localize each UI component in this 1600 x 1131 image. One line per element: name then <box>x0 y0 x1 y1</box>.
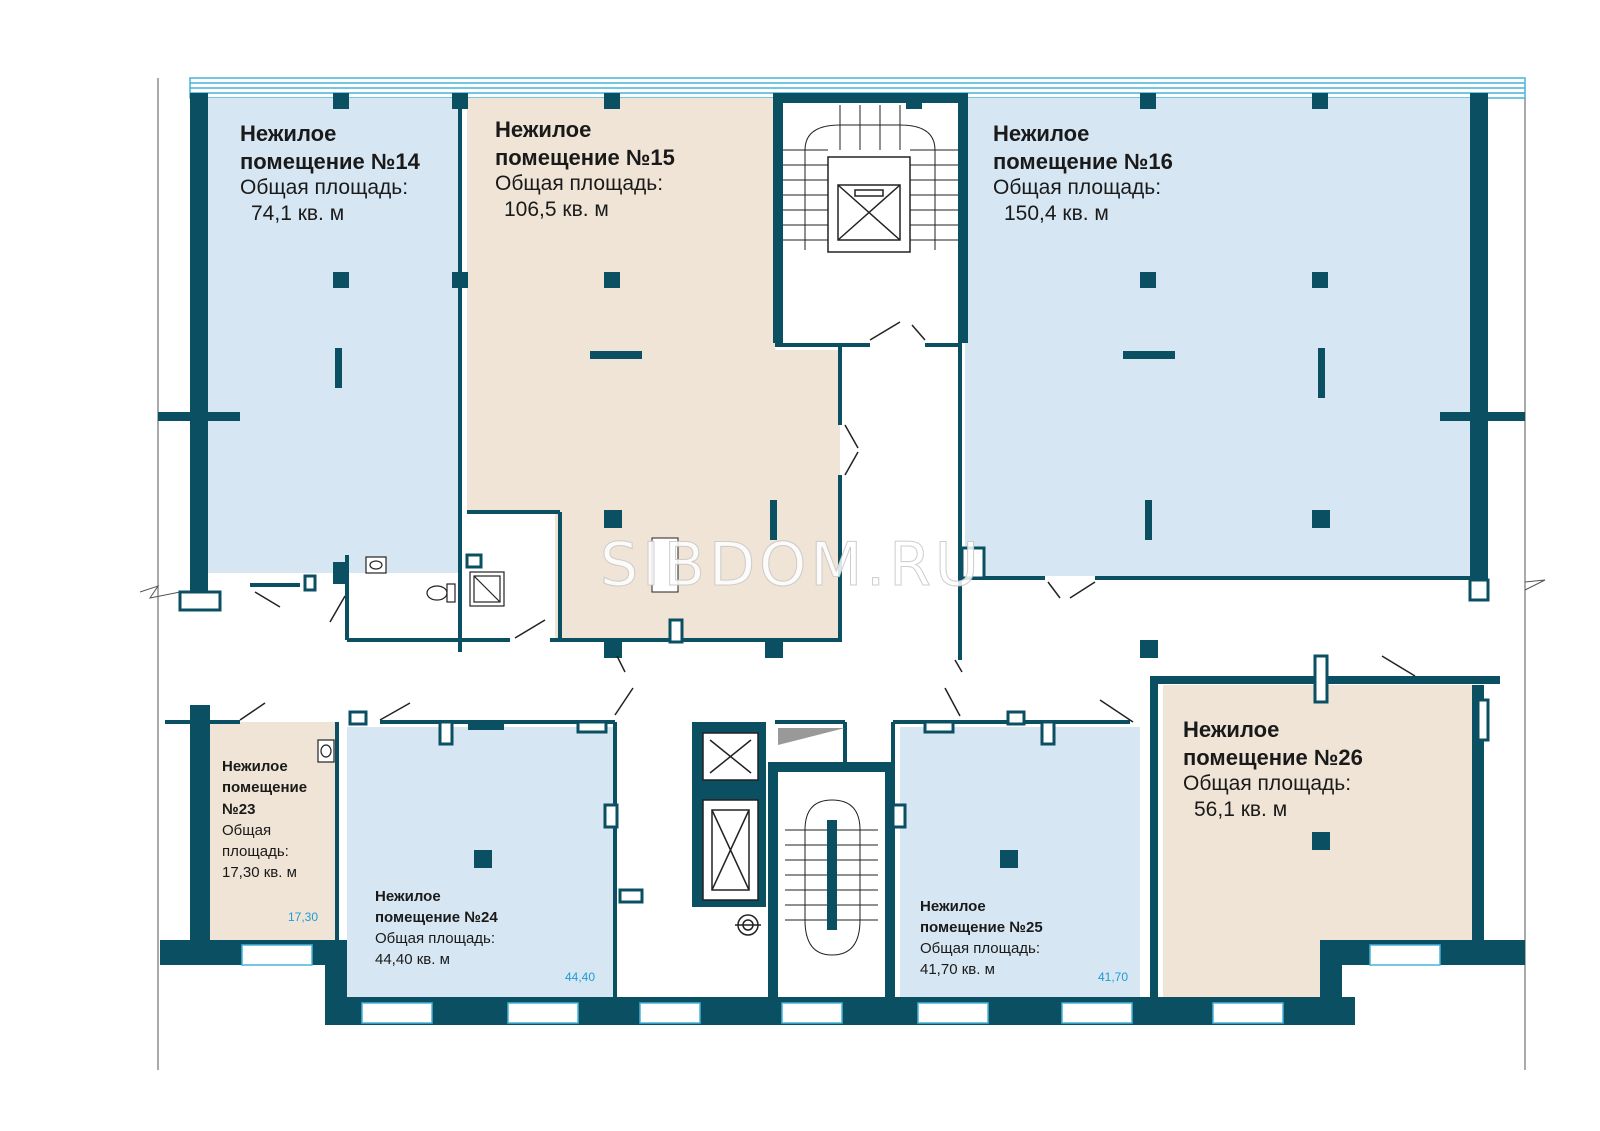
room-title: Нежилое <box>375 888 441 905</box>
ventilation-icon <box>735 914 761 936</box>
room-25-fill[interactable] <box>900 727 1140 997</box>
area-label: Общая <box>222 821 272 839</box>
room-15-fill[interactable] <box>467 98 840 640</box>
room-24-dim: 44,40 <box>565 970 596 984</box>
room-title: помещение №24 <box>375 909 498 926</box>
area-label: Общая площадь: <box>993 176 1162 199</box>
doors <box>239 321 1416 723</box>
area-label: Общая площадь: <box>1183 772 1352 795</box>
elevator-icon <box>702 732 759 901</box>
room-title: помещение <box>222 779 308 797</box>
room-26-label: Нежилое помещение №26 Общая площадь: 56,… <box>1183 716 1363 824</box>
room-title: помещение №16 <box>993 148 1173 174</box>
small-column <box>465 553 483 569</box>
room-15-label: Нежилое помещение №15 Общая площадь: 106… <box>495 116 675 224</box>
room-title: Нежилое <box>1183 717 1280 742</box>
columns <box>333 93 1330 868</box>
room-14-label: Нежилое помещение №14 Общая площадь: 74,… <box>240 120 420 228</box>
area-label: Общая площадь: <box>920 940 1041 957</box>
room-fills <box>205 98 1480 1000</box>
room-title: помещение №26 <box>1183 744 1363 770</box>
room-title: Нежилое <box>920 898 986 915</box>
room-14-fill[interactable] <box>205 98 460 573</box>
area-label: Общая площадь: <box>375 930 496 947</box>
room-25-dim: 41,70 <box>1098 970 1129 984</box>
area-label: площадь: <box>222 843 289 861</box>
area-value: 44,40 кв. м <box>375 951 450 968</box>
stairs-icon <box>778 772 885 997</box>
room-title: помещение №25 <box>920 919 1043 936</box>
area-value: 56,1 кв. м <box>1194 798 1288 822</box>
area-label: Общая площадь: <box>240 176 409 199</box>
room-title: Нежилое <box>222 758 288 775</box>
stairs-icon <box>783 105 958 250</box>
area-value: 17,30 кв. м <box>222 864 297 882</box>
room-title: помещение №15 <box>495 144 675 170</box>
walls-thin <box>165 98 1480 997</box>
room-title: Нежилое <box>240 121 337 146</box>
room-title: Нежилое <box>993 121 1090 146</box>
stair-landing <box>778 728 845 745</box>
bottom-windows <box>241 944 1441 1024</box>
room-23-dim: 17,30 <box>288 910 319 924</box>
shower-icon <box>469 571 505 607</box>
area-value: 150,4 кв. м <box>1004 202 1109 226</box>
room-title: помещение №14 <box>240 148 420 174</box>
room-title: №23 <box>222 800 256 818</box>
room-25-label: Нежилое помещение №25 Общая площадь: 41,… <box>920 896 1043 980</box>
room-24-label: Нежилое помещение №24 Общая площадь: 44,… <box>375 886 498 970</box>
small-column <box>303 574 317 592</box>
room-16-fill[interactable] <box>965 98 1480 576</box>
room-23-label: Нежилое помещение №23 Общая площадь: 17,… <box>222 756 307 884</box>
area-label: Общая площадь: <box>495 172 664 195</box>
watermark: SIBDOM.RU <box>600 530 983 601</box>
room-title: Нежилое <box>495 117 592 142</box>
area-value: 41,70 кв. м <box>920 961 995 978</box>
wall-openings <box>178 546 1490 904</box>
bathroom-box <box>651 537 679 593</box>
outline <box>139 78 1546 1070</box>
room-23-fill[interactable] <box>205 722 337 940</box>
sink-icon <box>317 556 387 763</box>
elevator-icon <box>827 156 911 253</box>
toilet-icon <box>426 583 456 603</box>
small-column <box>333 562 347 584</box>
room-16-label: Нежилое помещение №16 Общая площадь: 150… <box>993 120 1173 228</box>
area-value: 106,5 кв. м <box>504 198 609 222</box>
area-value: 74,1 кв. м <box>251 202 345 226</box>
